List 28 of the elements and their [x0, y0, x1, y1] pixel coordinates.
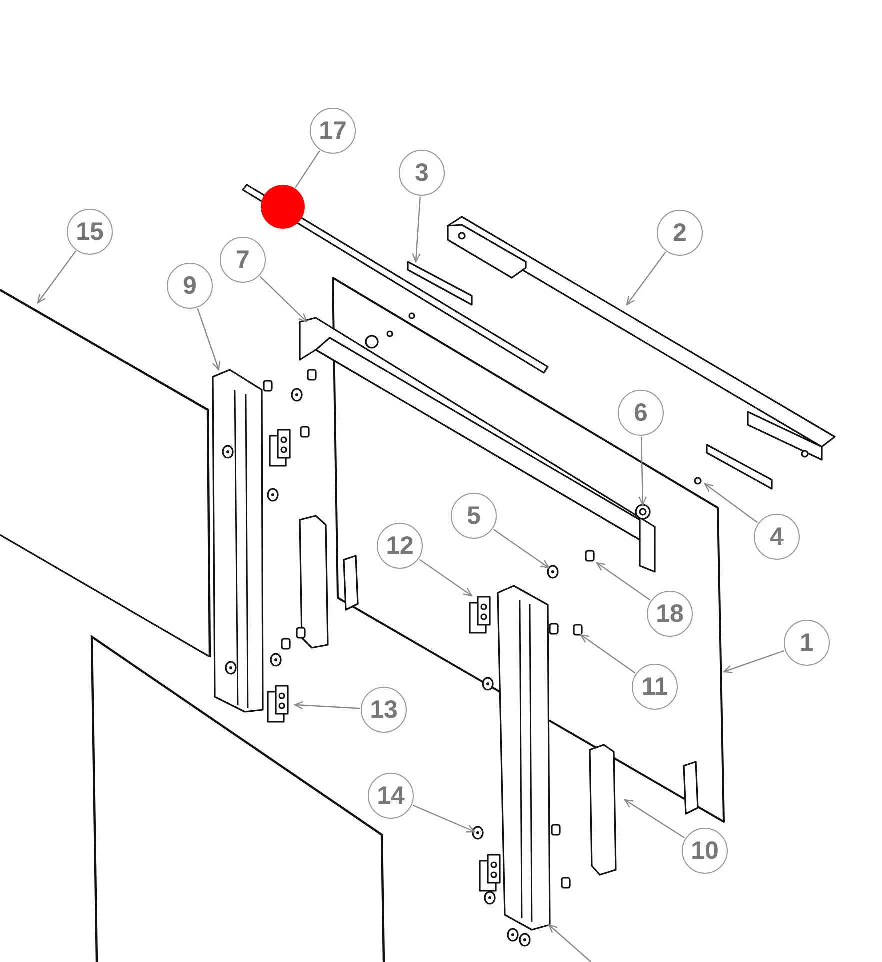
leader-line: [197, 308, 220, 371]
leader-line: [596, 562, 651, 601]
leader-line: [260, 276, 308, 323]
callout-number: 6: [618, 390, 664, 436]
leader-line: [412, 804, 476, 833]
callout-number: 14: [368, 773, 414, 819]
leader-line: [294, 701, 360, 710]
leader-line: [580, 634, 636, 674]
leader-line: [626, 252, 666, 306]
callout-number: 3: [399, 150, 445, 196]
callout-number: 17: [310, 108, 356, 154]
leader-line: [493, 529, 550, 569]
callout-number: 7: [220, 237, 266, 283]
callout-number: 1: [784, 620, 830, 666]
callout-number: 13: [361, 687, 407, 733]
leader-line: [412, 196, 421, 263]
leader-line: [638, 436, 647, 506]
callout-number: 15: [67, 209, 113, 255]
leader-line: [295, 150, 320, 188]
callout-number: 9: [167, 263, 213, 309]
leader-line: [419, 559, 473, 597]
callout-number: 10: [682, 828, 728, 874]
callout-number: 4: [754, 514, 800, 560]
leader-line: [37, 251, 76, 304]
leader-line: [624, 799, 686, 839]
leader-line: [723, 650, 785, 674]
callout-number: 2: [657, 210, 703, 256]
leader-line: [704, 483, 758, 524]
